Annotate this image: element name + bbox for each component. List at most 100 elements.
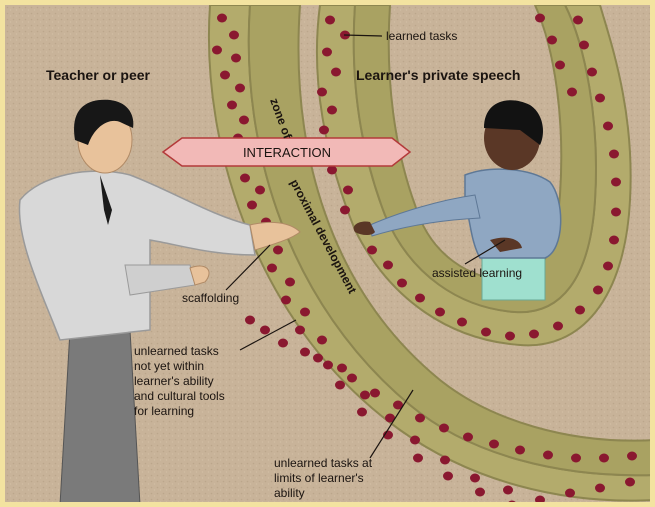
task-dot [255, 186, 265, 195]
unlearned-within-line-3: learner's ability [134, 374, 214, 388]
learned-tasks-label: learned tasks [386, 29, 457, 43]
task-dot [595, 484, 605, 493]
task-dot [489, 440, 499, 449]
task-dot [220, 71, 230, 80]
task-dot [415, 294, 425, 303]
unlearned-limits-line-3: ability [274, 486, 305, 500]
task-dot [535, 496, 545, 505]
task-dot [337, 364, 347, 373]
unlearned-within-line-2: not yet within [134, 359, 204, 373]
task-dot [281, 296, 291, 305]
task-dot [515, 446, 525, 455]
task-dot [229, 31, 239, 40]
task-dot [267, 264, 277, 273]
task-dot [317, 336, 327, 345]
task-dot [231, 54, 241, 63]
task-dot [529, 330, 539, 339]
task-dot [367, 246, 377, 255]
task-dot [463, 433, 473, 442]
task-dot [212, 46, 222, 55]
task-dot [627, 452, 637, 461]
task-dot [571, 454, 581, 463]
task-dot [327, 166, 337, 175]
task-dot [247, 201, 257, 210]
task-dot [300, 308, 310, 317]
task-dot [475, 488, 485, 497]
task-dot [335, 381, 345, 390]
task-dot [587, 68, 597, 77]
task-dot [227, 101, 237, 110]
unlearned-within-line-4: and cultural tools [134, 389, 225, 403]
task-dot [235, 84, 245, 93]
task-dot [609, 236, 619, 245]
task-dot [325, 16, 335, 25]
task-dot [313, 354, 323, 363]
scaffolding-label: scaffolding [182, 291, 239, 305]
task-dot [327, 106, 337, 115]
task-dot [360, 391, 370, 400]
task-dot [575, 306, 585, 315]
task-dot [567, 88, 577, 97]
task-dot [470, 474, 480, 483]
task-dot [323, 361, 333, 370]
task-dot [410, 436, 420, 445]
task-dot [599, 454, 609, 463]
task-dot [343, 186, 353, 195]
unlearned-limits-line-2: limits of learner's [274, 471, 364, 485]
task-dot [603, 262, 613, 271]
task-dot [565, 489, 575, 498]
task-dot [579, 41, 589, 50]
unlearned-within-line-5: for learning [134, 404, 194, 418]
task-dot [331, 68, 341, 77]
task-dot [611, 178, 621, 187]
task-dot [481, 328, 491, 337]
task-dot [245, 316, 255, 325]
teacher-label: Teacher or peer [46, 67, 151, 83]
task-dot [383, 261, 393, 270]
task-dot [443, 472, 453, 481]
task-dot [595, 94, 605, 103]
task-dot [611, 208, 621, 217]
task-dot [319, 126, 329, 135]
task-dot [435, 308, 445, 317]
unlearned-within-line-1: unlearned tasks [134, 344, 219, 358]
task-dot [370, 389, 380, 398]
task-dot [547, 36, 557, 45]
task-dot [300, 348, 310, 357]
task-dot [260, 326, 270, 335]
task-dot [543, 451, 553, 460]
task-dot [347, 374, 357, 383]
task-dot [317, 88, 327, 97]
task-dot [415, 414, 425, 423]
task-dot [278, 339, 288, 348]
interaction-label: INTERACTION [243, 145, 331, 160]
task-dot [505, 332, 515, 341]
task-dot [217, 14, 227, 23]
interaction-banner: INTERACTION [163, 138, 410, 166]
task-dot [593, 286, 603, 295]
task-dot [295, 326, 305, 335]
task-dot [555, 61, 565, 70]
task-dot [285, 278, 295, 287]
task-dot [439, 424, 449, 433]
task-dot [322, 48, 332, 57]
task-dot [535, 14, 545, 23]
learner-speech-label: Learner's private speech [356, 67, 520, 83]
task-dot [603, 122, 613, 131]
task-dot [239, 116, 249, 125]
task-dot [357, 408, 367, 417]
task-dot [625, 478, 635, 487]
unlearned-limits-line-1: unlearned tasks at [274, 456, 373, 470]
task-dot [340, 206, 350, 215]
task-dot [273, 246, 283, 255]
task-dot [440, 456, 450, 465]
task-dot [553, 322, 563, 331]
task-dot [413, 454, 423, 463]
task-dot [573, 16, 583, 25]
task-dot [457, 318, 467, 327]
assisted-learning-label: assisted learning [432, 266, 522, 280]
task-dot [397, 279, 407, 288]
task-dot [240, 174, 250, 183]
